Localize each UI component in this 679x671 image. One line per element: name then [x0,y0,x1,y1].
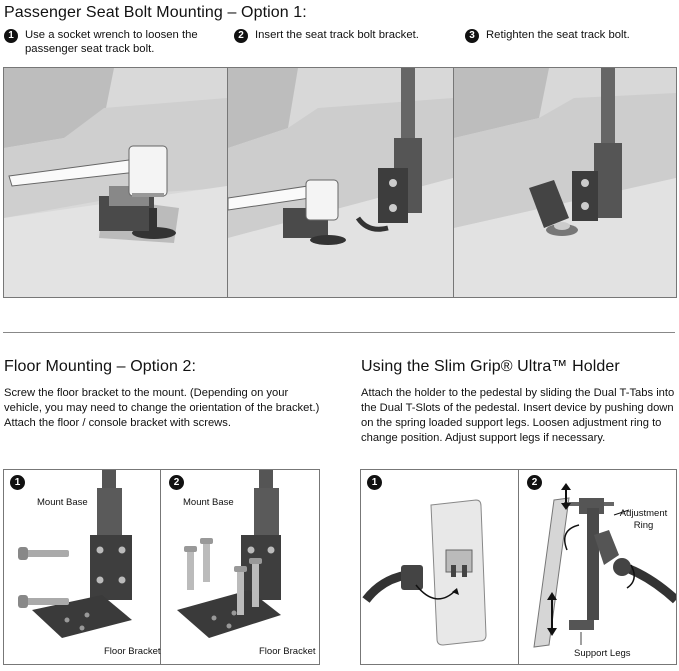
photo-insert-bracket [227,67,454,298]
adjustment-ring-label: Adjustment Ring [619,508,668,531]
figure-number: 1 [367,475,382,490]
step-1: 1 Use a socket wrench to loosen the pass… [4,29,204,56]
step-number: 3 [465,29,479,43]
floor-bracket-label: Floor Bracket [259,646,316,657]
figure-divider [518,470,519,664]
step-number: 1 [4,29,18,43]
step-text: Insert the seat track bolt bracket. [255,29,419,41]
mount-base-label: Mount Base [183,497,234,508]
photo-retighten-bolt [453,67,677,298]
step-number: 2 [234,29,248,43]
section1-title: Passenger Seat Bolt Mounting – Option 1: [4,4,307,21]
step-3: 3 Retighten the seat track bolt. [465,29,675,43]
step-2: 2 Insert the seat track bolt bracket. [234,29,444,43]
support-legs-label: Support Legs [574,648,631,659]
figure-number: 1 [10,475,25,490]
floor-bracket-illustration [18,470,132,638]
section2-title: Floor Mounting – Option 2: [4,358,197,375]
floor-bracket-label: Floor Bracket [104,646,161,657]
photo-loosen-bolt [3,67,228,298]
floor-mount-figure: 1 Mount Base Floor Bracket 2 Mount Base … [3,469,320,665]
figure-number: 2 [527,475,542,490]
figure-number: 2 [169,475,184,490]
holder-adjust-illustration [533,483,676,648]
holder-figure: 1 2 Adjustment Ring Support Legs [360,469,677,665]
figure-divider [160,470,161,664]
step-text: Retighten the seat track bolt. [486,29,630,41]
mount-base-label: Mount Base [37,497,88,508]
section2-body: Screw the floor bracket to the mount. (D… [4,387,320,429]
holder-attach-illustration [362,499,487,646]
section3-title: Using the Slim Grip® Ultra™ Holder [361,358,620,375]
section3-body: Attach the holder to the pedestal by sli… [361,387,675,444]
floor-bracket-illustration [177,470,281,638]
step-text: Use a socket wrench to loosen the passen… [25,29,198,55]
section-divider [3,332,675,333]
